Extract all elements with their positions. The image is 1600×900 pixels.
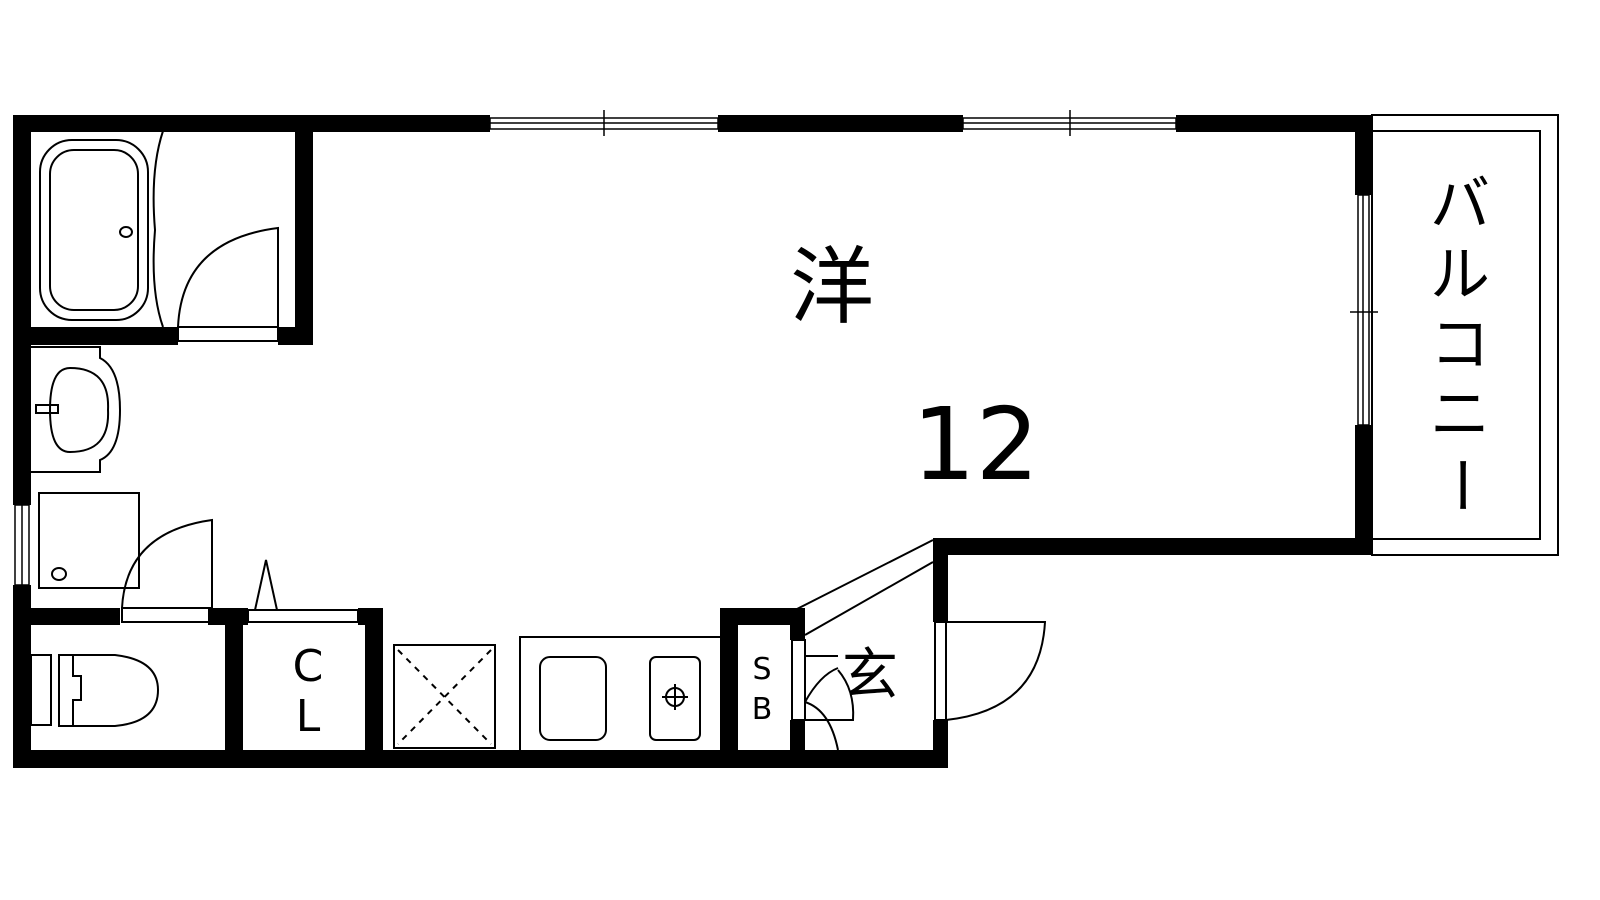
entrance-label: 玄 bbox=[842, 643, 898, 708]
bath-door bbox=[177, 226, 279, 342]
balcony-char: ー bbox=[1425, 455, 1495, 515]
shoe-box-char: S bbox=[752, 652, 772, 687]
kitchen-counter bbox=[519, 636, 720, 750]
bathtub bbox=[31, 130, 165, 328]
western-room-label: 洋 bbox=[790, 238, 875, 336]
washbasin bbox=[31, 346, 122, 473]
balcony-label: バ ル コ ニ ー bbox=[1425, 170, 1495, 520]
closet-door bbox=[247, 559, 359, 623]
balcony-char: ニ bbox=[1430, 380, 1490, 450]
closet-char: C bbox=[292, 641, 324, 692]
balcony-char: コ bbox=[1430, 310, 1490, 380]
windows bbox=[14, 110, 1378, 586]
shoe-box-label: S B bbox=[745, 650, 779, 730]
western-room-size: 12 bbox=[912, 386, 1040, 503]
washroom-door bbox=[121, 518, 213, 623]
balcony-char: ル bbox=[1430, 240, 1490, 310]
front-door bbox=[934, 621, 1047, 721]
toilet bbox=[30, 654, 160, 727]
balcony-char: バ bbox=[1430, 170, 1490, 240]
entrance-step bbox=[791, 539, 934, 751]
washing-machine bbox=[38, 492, 140, 589]
refrigerator-space bbox=[393, 644, 496, 749]
shoe-box-char: B bbox=[751, 692, 773, 727]
closet-label: C L bbox=[283, 642, 333, 742]
balcony bbox=[1371, 114, 1559, 556]
closet-char: L bbox=[295, 691, 321, 742]
walls bbox=[13, 115, 1372, 768]
